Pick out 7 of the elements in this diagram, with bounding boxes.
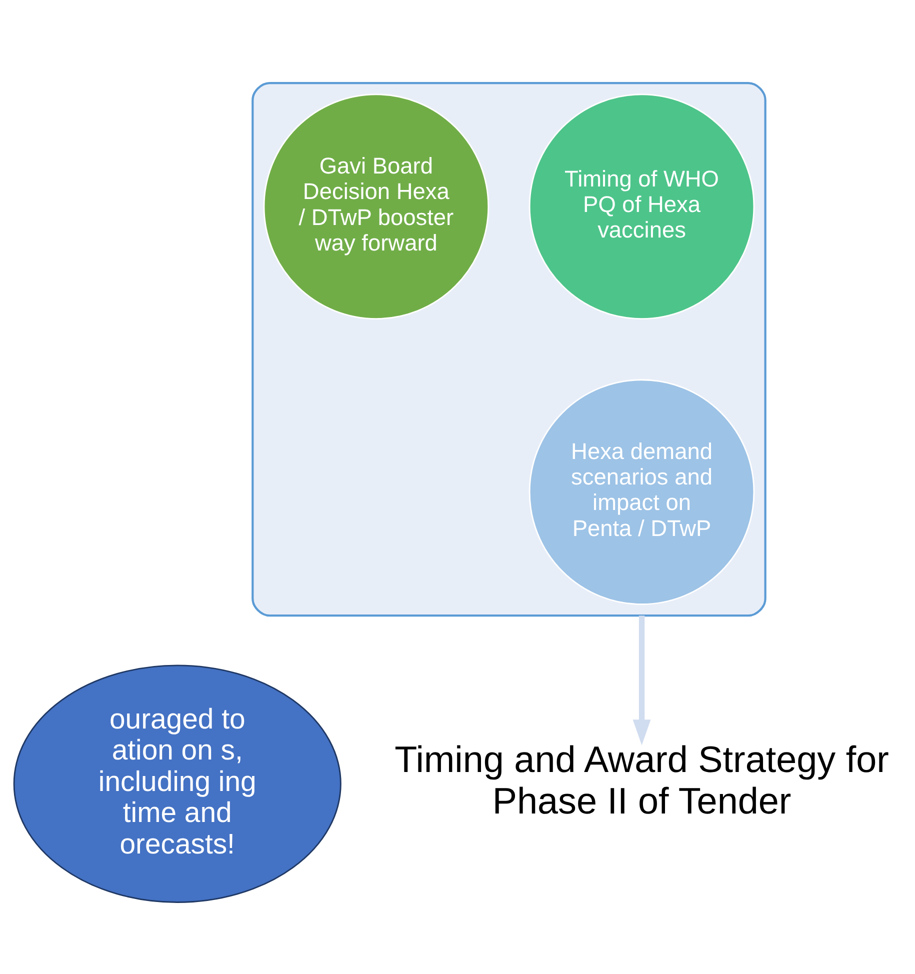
node-text: Timing and Award Strategy for Phase II of Tender (394, 739, 889, 822)
arrow (632, 616, 651, 746)
node-circle: Gavi Board Decision Hexa / DTwP booster way forward (263, 94, 490, 320)
cluster (252, 82, 766, 617)
node-circle: Hexa demand scenarios and impact on Penta / DTwP (528, 379, 755, 605)
node-ellipse: ouraged to ation on s, including ing time and orecasts! (13, 664, 342, 903)
node-circle: Timing of WHO PQ of Hexa vaccines (528, 94, 755, 320)
